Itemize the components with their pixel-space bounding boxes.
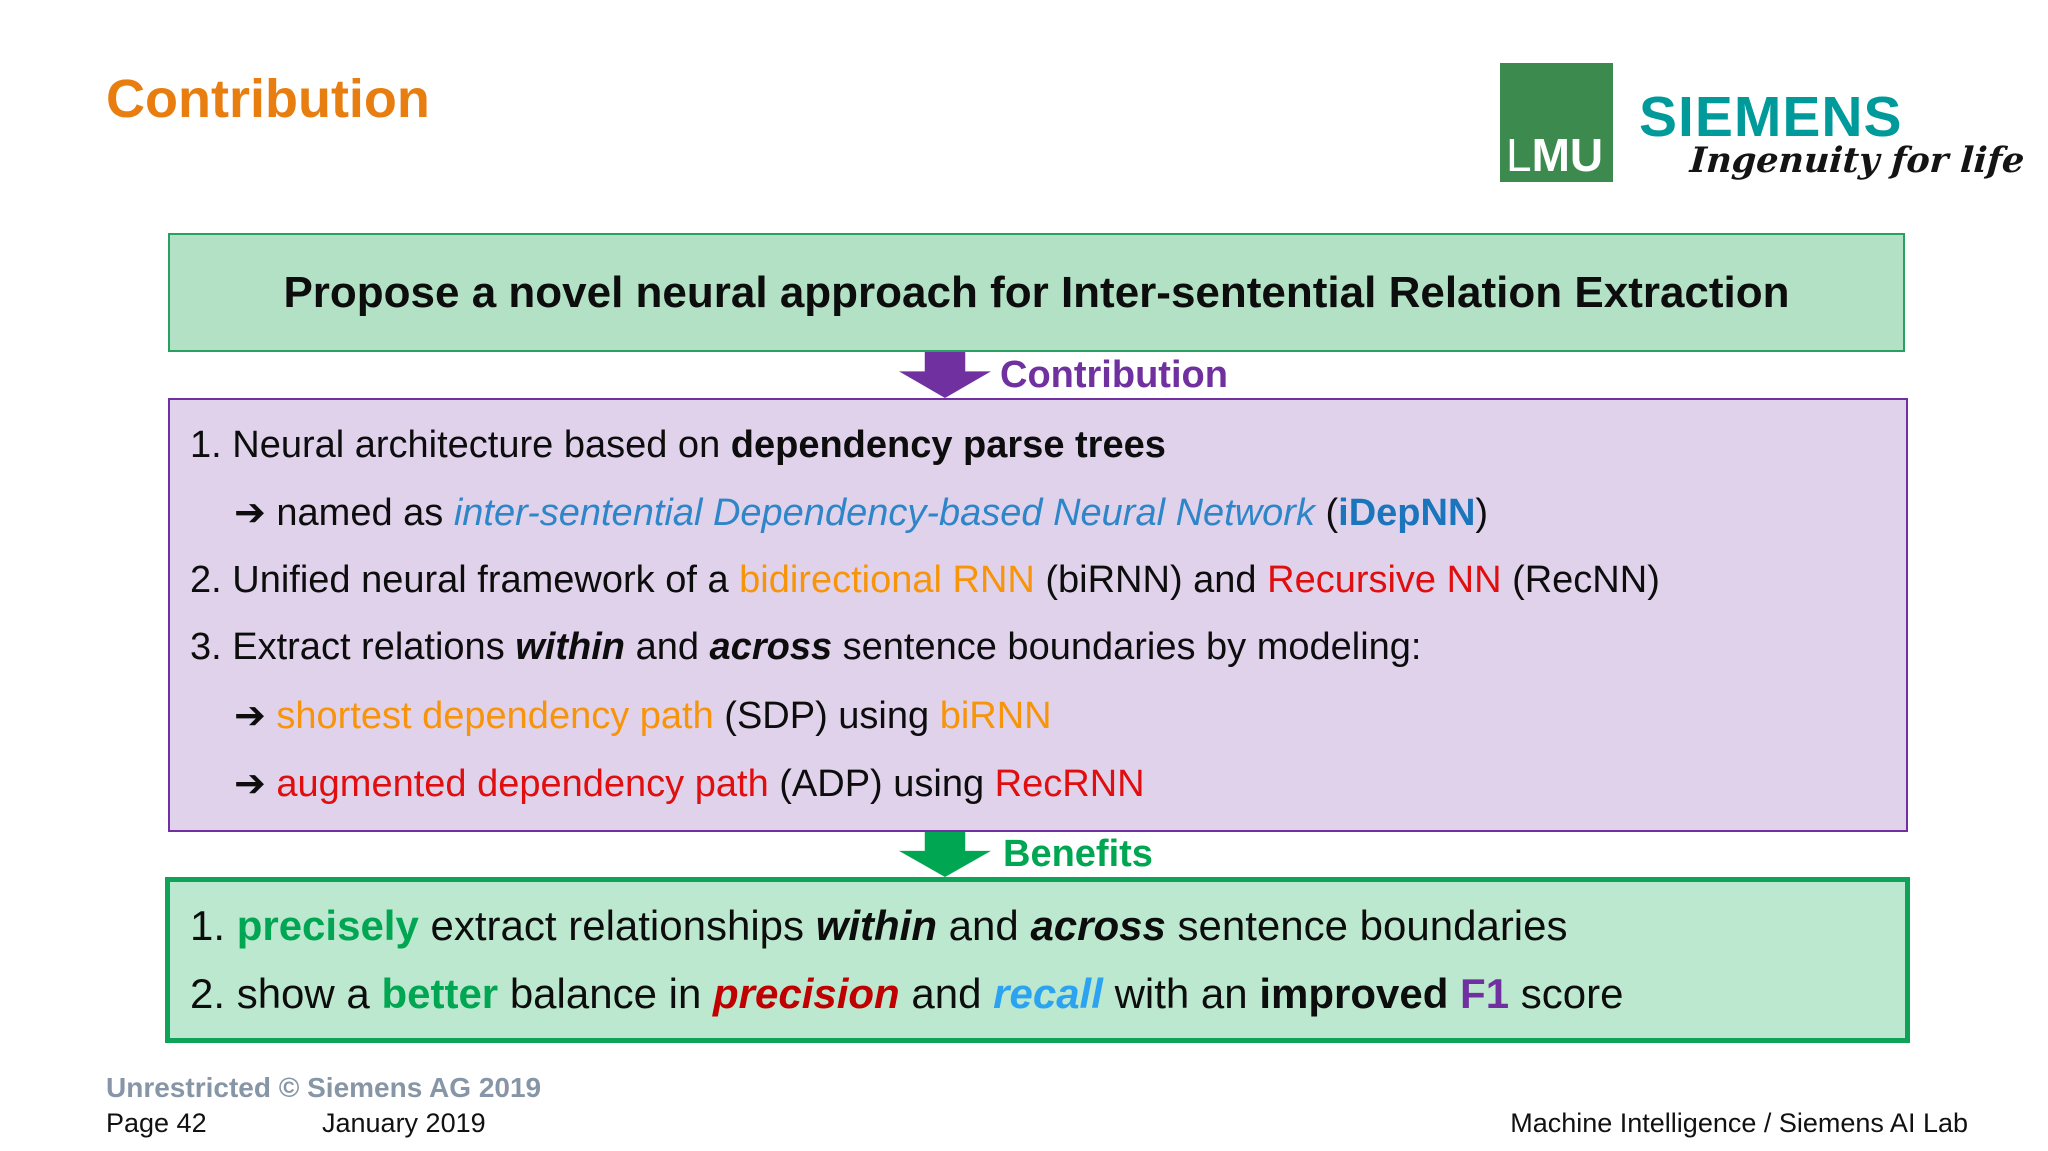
contribution-subitem: ➔ augmented dependency path (ADP) using … (234, 763, 1145, 806)
lmu-logo-letter-l: L (1506, 129, 1532, 182)
lmu-logo: LMU (1500, 63, 1613, 182)
down-arrow-icon (899, 352, 991, 398)
lmu-logo-text: LMU (1506, 132, 1603, 178)
contribution-subitem: ➔ named as inter-sentential Dependency-b… (234, 492, 1489, 535)
contribution-subitem: ➔ shortest dependency path (SDP) using b… (234, 694, 1052, 737)
footer-lab-name: Machine Intelligence / Siemens AI Lab (1510, 1108, 1968, 1138)
contribution-item: 1. Neural architecture based on dependen… (190, 423, 1166, 466)
footer-classification: Unrestricted © Siemens AG 2019 (106, 1072, 542, 1103)
benefits-arrow-label: Benefits (1003, 833, 1153, 875)
lmu-logo-letters-mu: MU (1531, 129, 1604, 182)
contribution-box: 1. Neural architecture based on dependen… (168, 398, 1908, 832)
proposal-text: Propose a novel neural approach for Inte… (283, 267, 1790, 317)
benefits-item: 1. precisely extract relationships withi… (190, 902, 1568, 949)
proposal-box: Propose a novel neural approach for Inte… (168, 233, 1905, 352)
benefits-item: 2. show a better balance in precision an… (190, 970, 1624, 1017)
contribution-item: 2. Unified neural framework of a bidirec… (190, 559, 1660, 602)
benefits-box: 1. precisely extract relationships withi… (165, 877, 1910, 1043)
down-arrow-icon (899, 832, 991, 877)
contribution-arrow-label: Contribution (1000, 354, 1228, 396)
siemens-logo: SIEMENS (1639, 85, 1903, 149)
footer-date: January 2019 (322, 1108, 486, 1138)
siemens-tagline: Ingenuity for life (1688, 140, 2026, 181)
page-title: Contribution (106, 69, 430, 129)
footer-page-number: Page 42 (106, 1108, 207, 1138)
contribution-item: 3. Extract relations within and across s… (190, 625, 1422, 668)
